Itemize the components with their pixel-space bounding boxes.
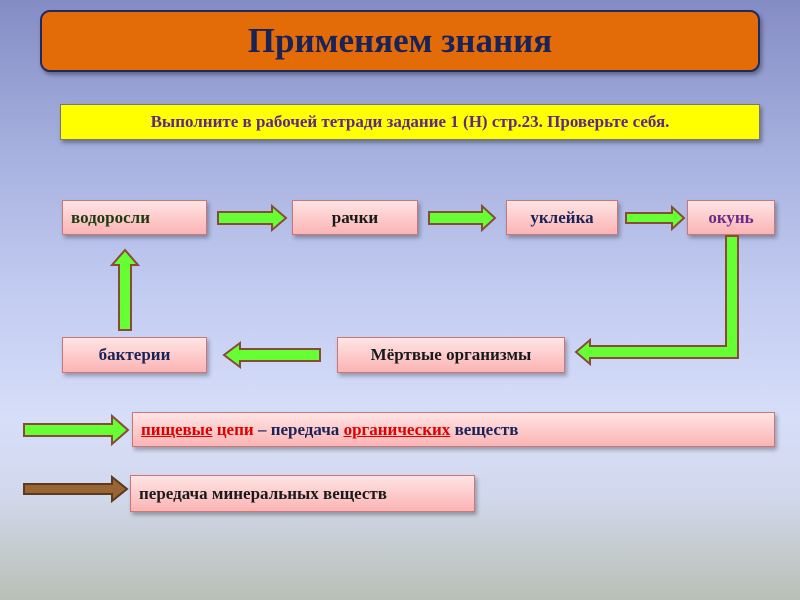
node-algae: водоросли [62, 200, 207, 235]
legend-word: веществ [454, 419, 519, 439]
arrow-right-icon [625, 204, 686, 232]
legend-word: цепи [216, 419, 254, 439]
legend-word: пищевые [141, 419, 213, 439]
node-perch: окунь [687, 200, 775, 235]
node-bacteria: бактерии [62, 337, 207, 373]
legend-word: – передача [257, 419, 340, 439]
arrow-right-icon [217, 203, 288, 233]
legend-organic: пищевые цепи – передача органических вещ… [132, 412, 775, 447]
legend-brown-arrow-icon [23, 474, 129, 504]
node-crustaceans: рачки [292, 200, 418, 235]
arrow-up-icon [109, 248, 141, 331]
legend-mineral: передача минеральных веществ [130, 475, 475, 512]
slide-title: Применяем знания [40, 10, 760, 72]
task-instruction: Выполните в рабочей тетради задание 1 (Н… [60, 104, 760, 140]
arrow-elbow-icon [574, 235, 739, 367]
arrow-left-icon [222, 341, 321, 369]
legend-word: органических [343, 419, 451, 439]
legend-green-arrow-icon [23, 413, 130, 447]
arrow-right-icon [428, 203, 497, 233]
node-bleak: уклейка [506, 200, 618, 235]
node-dead-organisms: Мёртвые организмы [337, 337, 565, 373]
